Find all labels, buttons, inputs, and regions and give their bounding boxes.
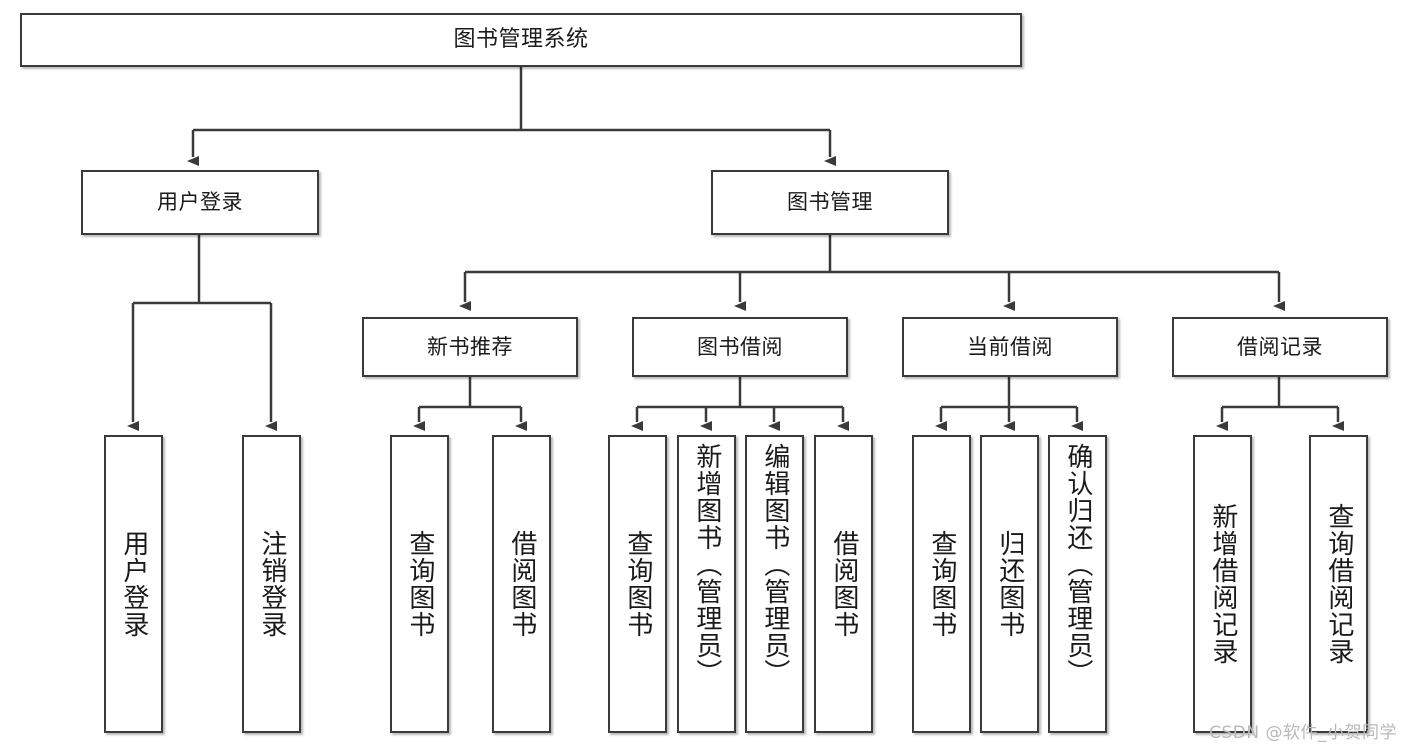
- leaf-logout-label: 注销登录: [256, 530, 287, 638]
- leaf-search-book-newbook-label: 查询图书: [404, 530, 435, 638]
- leaf-search-borrow-record[interactable]: 查询借阅记录: [1309, 435, 1368, 733]
- node-borrow-record[interactable]: 借阅记录: [1172, 317, 1388, 377]
- leaf-borrow-book-borrow-label: 借阅图书: [828, 530, 859, 638]
- node-book-management-label: 图书管理: [787, 190, 873, 215]
- leaf-logout[interactable]: 注销登录: [242, 435, 301, 733]
- node-book-borrow[interactable]: 图书借阅: [632, 317, 848, 377]
- leaf-search-book-current[interactable]: 查询图书: [912, 435, 971, 733]
- leaf-edit-book-admin-label: 编辑图书（管理员）: [759, 443, 790, 686]
- node-root[interactable]: 图书管理系统: [20, 13, 1022, 67]
- node-book-management[interactable]: 图书管理: [711, 170, 949, 235]
- leaf-user-login[interactable]: 用户登录: [104, 435, 163, 733]
- leaf-confirm-return-admin-label: 确认归还（管理员）: [1062, 443, 1093, 686]
- leaf-confirm-return-admin[interactable]: 确认归还（管理员）: [1048, 435, 1107, 733]
- leaf-search-book-borrow[interactable]: 查询图书: [608, 435, 667, 733]
- node-book-borrow-label: 图书借阅: [697, 334, 783, 359]
- leaf-add-book-admin-label: 新增图书（管理员）: [691, 443, 722, 686]
- leaf-user-login-label: 用户登录: [118, 530, 149, 638]
- node-current-borrow-label: 当前借阅: [967, 334, 1053, 359]
- leaf-borrow-book-borrow[interactable]: 借阅图书: [814, 435, 873, 733]
- leaf-search-book-borrow-label: 查询图书: [622, 530, 653, 638]
- node-new-book-recommend-label: 新书推荐: [427, 334, 513, 359]
- leaf-search-book-current-label: 查询图书: [926, 530, 957, 638]
- node-new-book-recommend[interactable]: 新书推荐: [362, 317, 578, 377]
- leaf-edit-book-admin[interactable]: 编辑图书（管理员）: [745, 435, 804, 733]
- node-user-login-label: 用户登录: [157, 190, 243, 215]
- leaf-borrow-book-newbook-label: 借阅图书: [506, 530, 537, 638]
- leaf-add-borrow-record-label: 新增借阅记录: [1207, 503, 1238, 665]
- leaf-search-book-newbook[interactable]: 查询图书: [390, 435, 449, 733]
- leaf-return-book[interactable]: 归还图书: [980, 435, 1039, 733]
- leaf-borrow-book-newbook[interactable]: 借阅图书: [492, 435, 551, 733]
- leaf-add-borrow-record[interactable]: 新增借阅记录: [1193, 435, 1252, 733]
- leaf-search-borrow-record-label: 查询借阅记录: [1323, 503, 1354, 665]
- node-current-borrow[interactable]: 当前借阅: [902, 317, 1118, 377]
- node-user-login[interactable]: 用户登录: [81, 170, 319, 235]
- csdn-watermark: CSDN @软件_小贺同学: [1209, 723, 1397, 743]
- leaf-add-book-admin[interactable]: 新增图书（管理员）: [677, 435, 736, 733]
- node-root-label: 图书管理系统: [453, 27, 589, 53]
- node-borrow-record-label: 借阅记录: [1237, 334, 1323, 359]
- leaf-return-book-label: 归还图书: [994, 530, 1025, 638]
